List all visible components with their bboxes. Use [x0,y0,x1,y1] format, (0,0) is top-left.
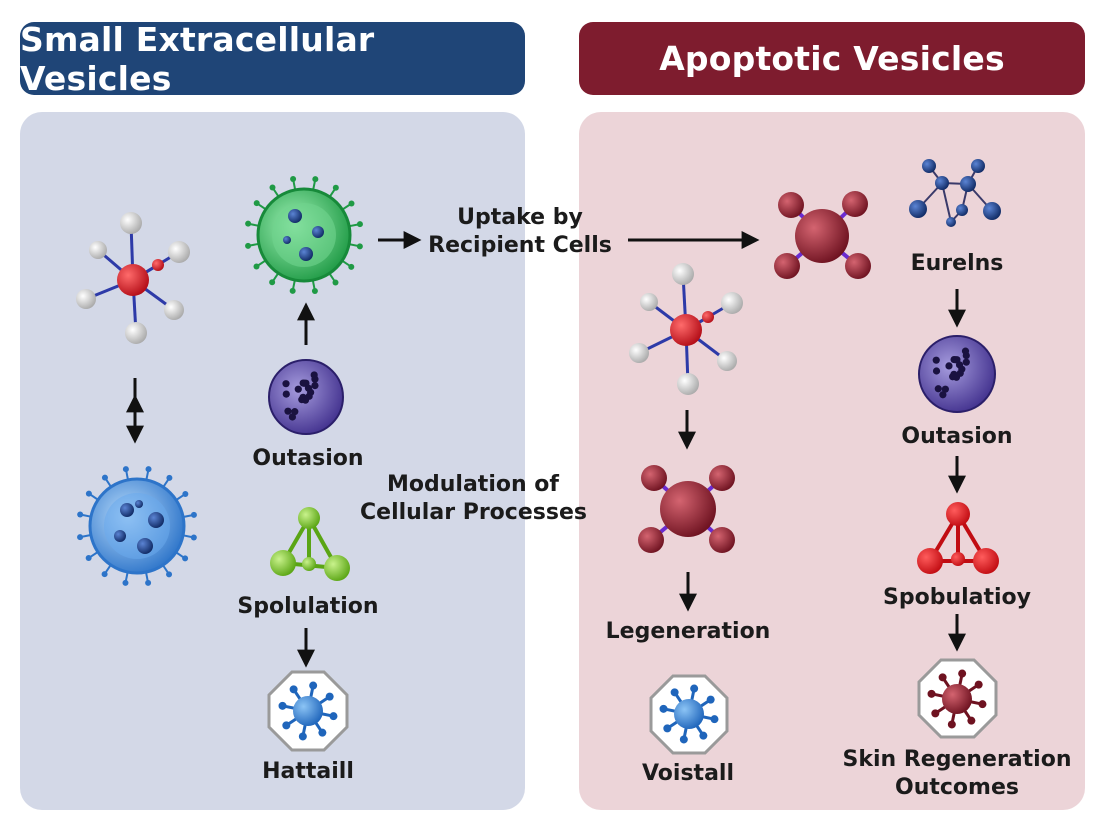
outcomes-label: Skin Regeneration Outcomes [842,746,1072,802]
right-spobulatioy-label: Spobulatioy [882,585,1032,610]
purple-vesicle-left [268,359,344,435]
apoptotic-vesicles-header: Apoptotic Vesicles [579,22,1085,95]
maroon-cross-molecule-middle [638,465,735,553]
uptake-label: Uptake by Recipient Cells [420,204,620,260]
octagon-cell-right [649,674,729,755]
uptake-line-1: Uptake by [457,205,583,230]
outcomes-line-1: Skin Regeneration [842,747,1072,772]
outcomes-line-2: Outcomes [895,775,1019,800]
right-voistall-label: Voistall [641,761,735,786]
right-star-molecule [629,263,743,395]
octagon-cell-left [267,670,349,752]
maroon-cross-molecule-top [774,191,871,279]
modulation-line-2: Cellular Processes [360,500,587,525]
right-legeneration-label: Legeneration [605,619,771,644]
left-spolulation-label: Spolulation [237,594,379,619]
right-eurelns-label: Eurelns [910,251,1004,276]
left-hattaill-label: Hattaill [262,759,354,784]
modulation-label: Modulation of Cellular Processes [360,471,587,527]
navy-network-molecule [909,159,1001,227]
purple-vesicle-right [918,335,996,413]
red-triangle-molecule [917,502,999,574]
octagon-cell-outcomes [917,658,998,739]
green-vesicle [245,176,363,294]
modulation-line-1: Modulation of [387,472,559,497]
small-ev-header: Small Extracellular Vesicles [20,20,525,98]
left-star-molecule [76,212,190,344]
left-outasion-label: Outasion [252,446,364,471]
uptake-line-2: Recipient Cells [428,233,612,258]
right-outasion-label: Outasion [901,424,1013,449]
green-triangle-molecule [270,507,350,581]
blue-vesicle [77,466,197,586]
